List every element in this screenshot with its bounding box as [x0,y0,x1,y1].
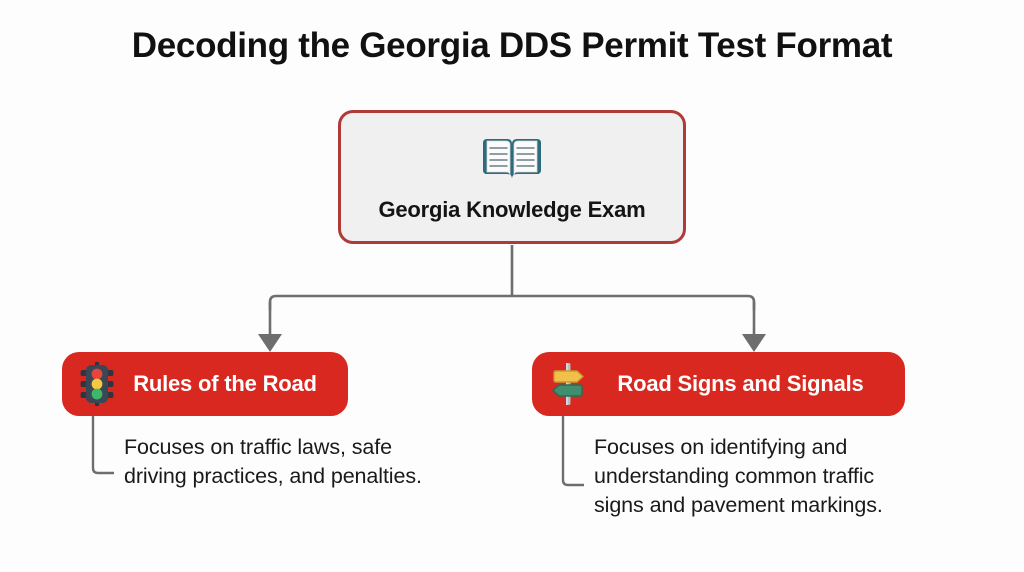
description-line: signs and pavement markings. [594,493,883,517]
arrowhead-right [742,334,766,352]
arrowhead-left [258,334,282,352]
traffic-light-icon [80,361,114,407]
open-book-icon [481,135,543,183]
signpost-icon [548,361,588,407]
branch-road-signs-and-signals[interactable]: Road Signs and Signals [532,352,905,416]
description-line: Focuses on traffic laws, safe [124,435,392,459]
connector-elbow-left [91,416,114,475]
description-road-signs-and-signals: Focuses on identifying and understanding… [594,433,954,520]
branch-rules-of-the-road[interactable]: Rules of the Road [62,352,348,416]
description-line: Focuses on identifying and [594,435,848,459]
connector-crossbar [268,294,756,310]
node-georgia-knowledge-exam[interactable]: Georgia Knowledge Exam [338,110,686,244]
branch-label-road-signs-and-signals: Road Signs and Signals [617,371,864,396]
page-title: Decoding the Georgia DDS Permit Test For… [131,26,893,65]
description-line: driving practices, and penalties. [124,464,422,488]
connector-elbow-right [561,416,584,487]
branch-label-rules-of-the-road: Rules of the Road [133,371,317,396]
description-line: understanding common traffic [594,464,875,488]
description-rules-of-the-road: Focuses on traffic laws, safe driving pr… [124,433,494,491]
node-label-root: Georgia Knowledge Exam [378,197,646,222]
